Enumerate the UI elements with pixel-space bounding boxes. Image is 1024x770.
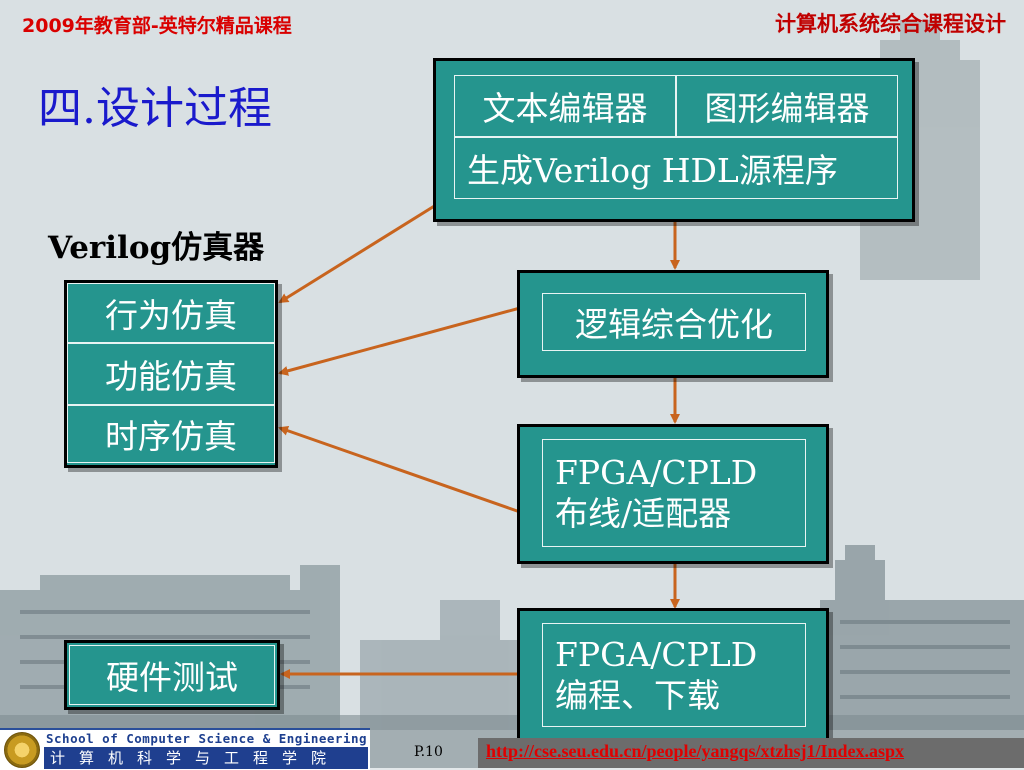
school-logo-banner: School of Computer Science & Engineering… <box>0 728 370 770</box>
url-bar: http://cse.seu.edu.cn/people/yangqs/xtzh… <box>478 738 1024 768</box>
arrow-editor-to-behavior-sim <box>278 203 437 304</box>
program-line2: 编程、下载 <box>555 676 720 715</box>
program-box: FPGA/CPLD 编程、下载 <box>517 608 829 744</box>
generate-source-cell: 生成Verilog HDL源程序 <box>454 137 898 199</box>
behavior-sim-cell: 行为仿真 <box>67 283 275 343</box>
arrow-synthesis-to-function-sim <box>278 306 521 376</box>
program-cell: FPGA/CPLD 编程、下载 <box>542 623 806 727</box>
school-name-en: School of Computer Science & Engineering <box>46 731 368 746</box>
page-number: P.10 <box>414 744 443 760</box>
function-sim-cell: 功能仿真 <box>67 343 275 405</box>
graphic-editor-cell: 图形编辑器 <box>676 75 898 137</box>
timing-sim-cell: 时序仿真 <box>67 405 275 463</box>
university-seal-icon <box>4 732 40 768</box>
simulator-heading: Verilog仿真器 <box>48 230 265 266</box>
arrow-fit-to-timing-sim <box>278 425 521 514</box>
course-label: 2009年教育部-英特尔精品课程 <box>22 15 292 37</box>
school-name-zh: 计算机科学与工程学院 <box>44 747 368 769</box>
fit-line2: 布线/适配器 <box>555 494 732 533</box>
editor-box: 文本编辑器 图形编辑器 生成Verilog HDL源程序 <box>433 58 915 222</box>
course-name: 计算机系统综合课程设计 <box>775 12 1006 36</box>
synthesis-label: 逻辑综合优化 <box>542 293 806 351</box>
simulator-box: 行为仿真 功能仿真 时序仿真 <box>64 280 278 468</box>
synthesis-box: 逻辑综合优化 <box>517 270 829 378</box>
hardware-test-box: 硬件测试 <box>64 640 280 710</box>
course-url-link[interactable]: http://cse.seu.edu.cn/people/yangqs/xtzh… <box>486 741 905 761</box>
fit-box: FPGA/CPLD 布线/适配器 <box>517 424 829 564</box>
hardware-test-label: 硬件测试 <box>69 645 275 705</box>
page-title: 四.设计过程 <box>38 83 272 134</box>
fit-cell: FPGA/CPLD 布线/适配器 <box>542 439 806 547</box>
text-editor-cell: 文本编辑器 <box>454 75 676 137</box>
program-line1: FPGA/CPLD <box>555 634 758 674</box>
fit-line1: FPGA/CPLD <box>555 452 758 492</box>
